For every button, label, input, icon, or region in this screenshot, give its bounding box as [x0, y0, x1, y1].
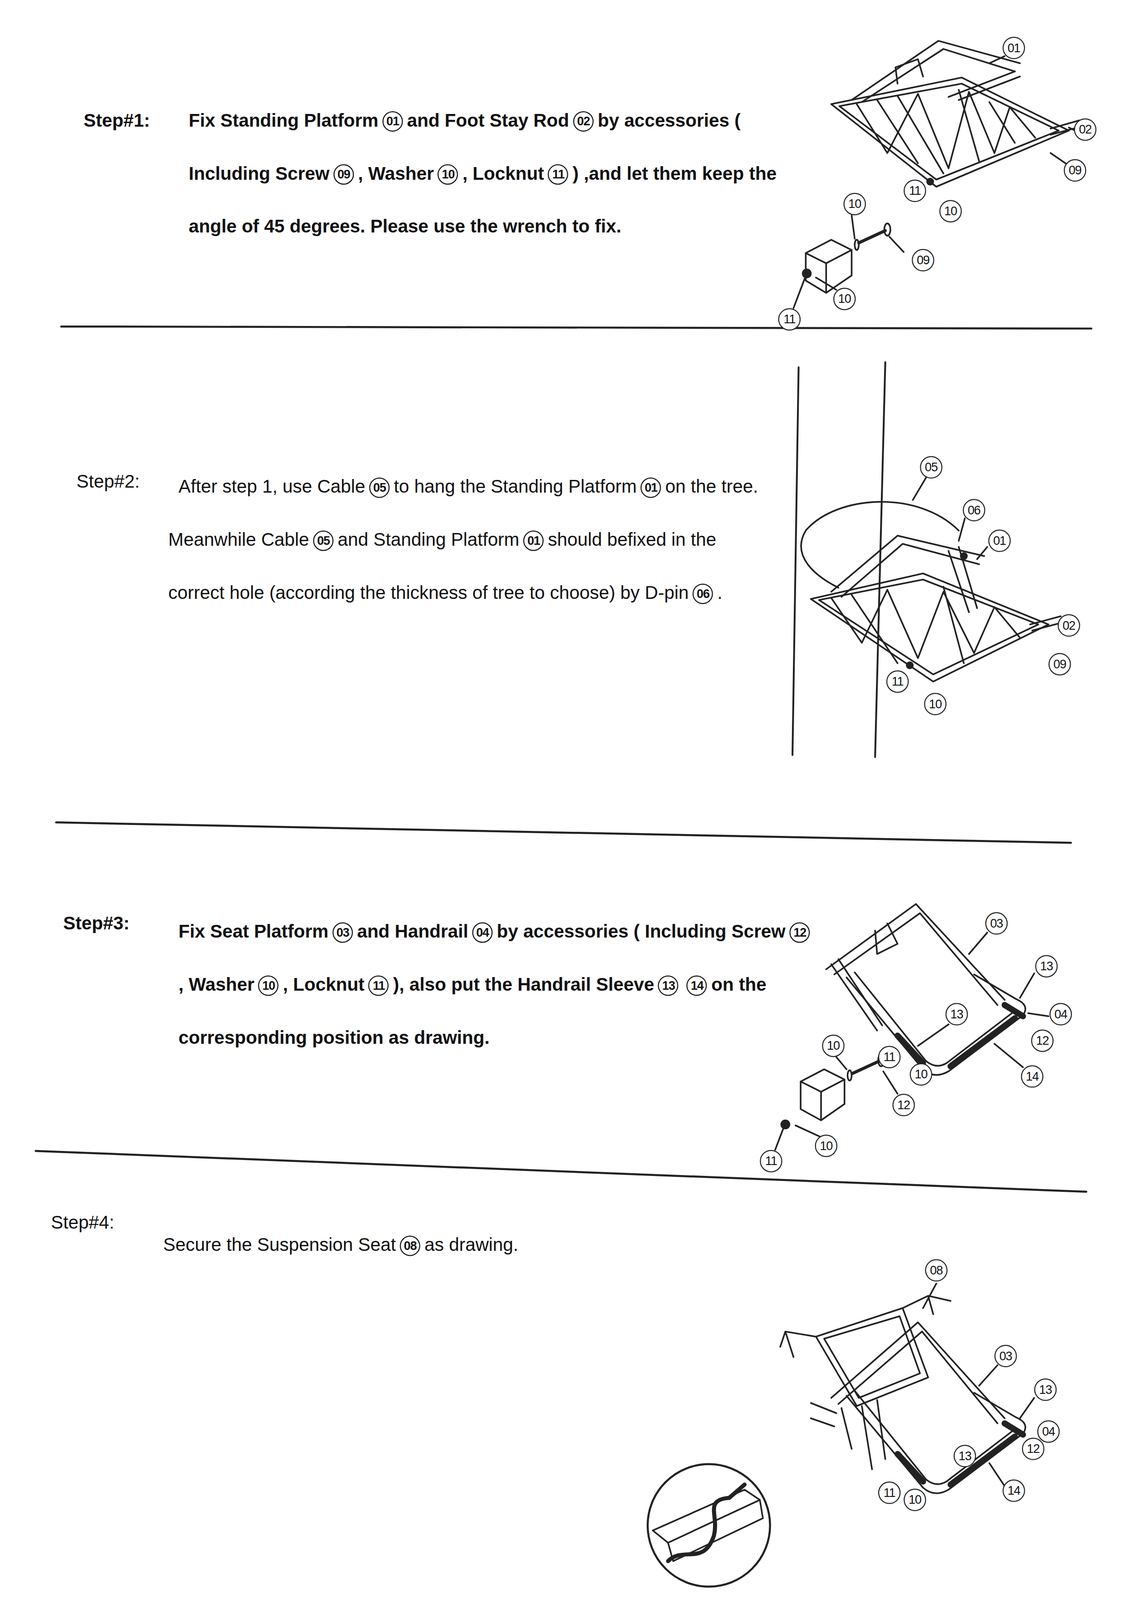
callout-number: 11: [878, 1045, 901, 1068]
callout-number: 13: [945, 1002, 968, 1025]
callout-number: 01: [1002, 36, 1025, 60]
step-text: by accessories ( Including Screw: [496, 920, 786, 942]
callout-number: 11: [886, 669, 909, 693]
step-text: Secure the Suspension Seat: [163, 1234, 397, 1255]
step-instruction: Fix Standing Platform01and Foot Stay Rod…: [188, 93, 827, 254]
callout-number: 05: [313, 530, 334, 551]
step-text: Fix Standing Platform: [188, 110, 379, 131]
step-heading: Step#2:: [76, 454, 140, 508]
step-instruction: Fix Seat Platform03and Handrail04by acce…: [178, 904, 817, 1064]
callout-number: 06: [692, 583, 713, 605]
callout-number: 11: [548, 164, 569, 185]
callout-number: 13: [1034, 1377, 1057, 1401]
callout-number: 10: [939, 199, 962, 222]
step-text: , Locknut: [462, 163, 545, 184]
callout-number: 02: [1057, 614, 1080, 637]
callout-number: 14: [1002, 1479, 1025, 1502]
callout-number: 10: [815, 1134, 838, 1157]
callout-number: 08: [924, 1258, 948, 1281]
callout-number: 12: [1031, 1029, 1054, 1052]
step-text: Fix Seat Platform: [178, 920, 329, 942]
callout-number: 04: [472, 922, 493, 943]
callout-number: 01: [640, 477, 662, 498]
callout-number: 10: [833, 287, 856, 310]
callout-number: 11: [903, 179, 926, 202]
step-text: .: [717, 582, 723, 603]
callout-number: 03: [985, 911, 1008, 935]
callout-number: 11: [759, 1149, 782, 1172]
step-text: to hang the Standing Platform: [393, 476, 637, 497]
step-text: and Foot Stay Rod: [407, 110, 570, 131]
callout-number: 04: [1037, 1419, 1060, 1442]
callout-number: 11: [778, 308, 801, 331]
step-text: and Handrail: [357, 920, 469, 942]
callout-number: 02: [1073, 118, 1097, 141]
callout-number: 05: [369, 477, 390, 498]
callout-number: 09: [333, 164, 355, 185]
step-text: and Standing Platform: [337, 529, 520, 550]
callout-number: 10: [909, 1062, 933, 1086]
step-text: , Washer: [358, 163, 434, 184]
step-text: , Washer: [178, 973, 255, 995]
callout-number: 10: [903, 1488, 926, 1511]
callout-number: 13: [953, 1444, 976, 1467]
callout-number: 10: [843, 192, 866, 216]
callout-number: 10: [258, 975, 279, 996]
callout-number: 12: [1022, 1436, 1045, 1460]
callout-number: 14: [686, 975, 708, 996]
callout-number: 01: [382, 111, 404, 133]
callout-number: 01: [988, 529, 1011, 552]
step-instruction: After step 1, use Cable05to hang the Sta…: [168, 460, 760, 620]
callout-number: 10: [821, 1034, 845, 1057]
callout-number: 06: [962, 498, 985, 522]
step-heading: Step#4:: [50, 1195, 114, 1249]
step-text: as drawing.: [424, 1234, 519, 1255]
callout-number: 02: [573, 111, 594, 133]
step-heading: Step#1:: [83, 93, 150, 148]
callout-number: 01: [523, 530, 544, 551]
callout-number: 12: [789, 922, 811, 943]
callout-number: 03: [332, 922, 354, 943]
callout-number: 13: [1035, 954, 1058, 977]
step-heading: Step#3:: [63, 896, 130, 950]
callout-number: 13: [658, 975, 679, 996]
callout-number: 11: [878, 1480, 901, 1504]
callout-number: 08: [399, 1235, 421, 1256]
step-text: After step 1, use Cable: [178, 476, 365, 497]
callout-number: 11: [368, 975, 389, 996]
callout-number: 10: [924, 692, 947, 715]
callout-number: 09: [1048, 652, 1071, 675]
step-instruction: Secure the Suspension Seat08as drawing.: [163, 1217, 776, 1271]
callout-number: 05: [919, 456, 943, 479]
callout-number: 10: [437, 164, 459, 185]
callout-number: 03: [994, 1344, 1017, 1367]
step-text: , Locknut: [282, 973, 365, 995]
callout-number: 12: [892, 1093, 915, 1116]
step-text: ), also put the Handrail Sleeve: [393, 973, 654, 995]
callout-number: 09: [911, 248, 935, 271]
callout-number: 04: [1049, 1002, 1072, 1025]
callout-number: 09: [1063, 159, 1087, 182]
callout-number: 14: [1021, 1064, 1044, 1087]
